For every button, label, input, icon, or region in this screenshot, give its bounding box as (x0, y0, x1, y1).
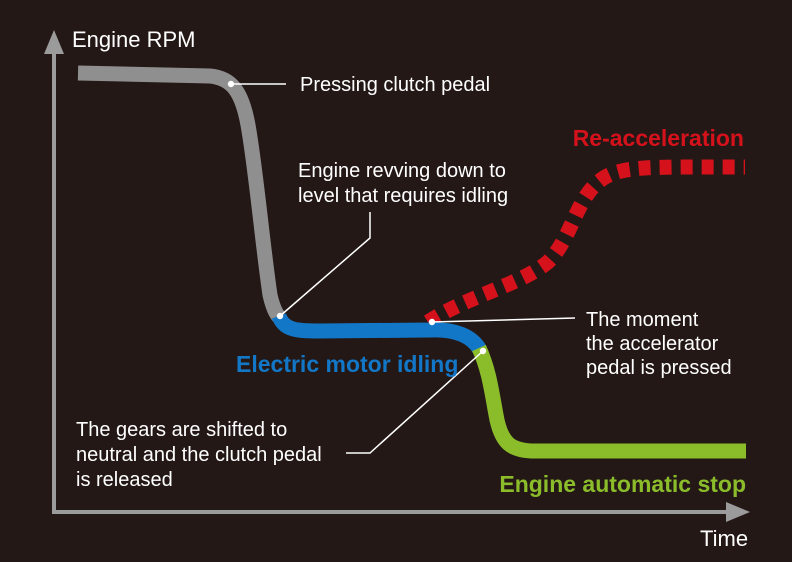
leader-dots (227, 80, 487, 355)
annotation-accelerator-line-1: The moment (586, 309, 699, 331)
annotation-accelerator-line-2: the accelerator (586, 333, 719, 355)
x-axis-arrowhead (726, 502, 750, 522)
annotation-revving-down-line-1: Engine revving down to (298, 160, 506, 182)
dot-pressing-clutch (227, 80, 235, 88)
auto-stop-curve (472, 344, 746, 459)
leader-lines (231, 83, 576, 454)
annotation-gears-shifted-line-2: neutral and the clutch pedal (76, 444, 322, 466)
leader-accelerator (431, 317, 576, 323)
annotation-accelerator-line-3: pedal is pressed (586, 357, 732, 379)
dot-gears-shifted (479, 347, 487, 355)
leader-gears-shifted (346, 350, 484, 454)
phase-motor-idling: Electric motor idling (236, 351, 458, 377)
leader-revving-down (279, 212, 371, 317)
motor-idling-curve (271, 312, 487, 355)
y-axis-label: Engine RPM (72, 27, 196, 52)
dot-revving-down (276, 312, 284, 320)
y-axis-arrowhead (44, 30, 64, 54)
annotation-accelerator: The moment the accelerator pedal is pres… (586, 309, 732, 379)
annotation-gears-shifted: The gears are shifted to neutral and the… (76, 419, 327, 491)
annotation-pressing-clutch: Pressing clutch pedal (300, 74, 490, 96)
phase-auto-stop: Engine automatic stop (499, 471, 746, 497)
phase-reacceleration: Re-acceleration (573, 125, 744, 151)
annotation-gears-shifted-line-1: The gears are shifted to (76, 419, 287, 441)
annotation-gears-shifted-line-3: is released (76, 469, 173, 491)
annotation-revving-down: Engine revving down to level that requir… (298, 160, 511, 207)
annotation-revving-down-line-2: level that requires idling (298, 185, 508, 207)
reacceleration-curve (423, 159, 746, 329)
x-axis-label: Time (700, 526, 748, 551)
dot-accelerator (428, 318, 436, 326)
engine-rpm-curve (77, 65, 286, 324)
axes (44, 30, 750, 522)
